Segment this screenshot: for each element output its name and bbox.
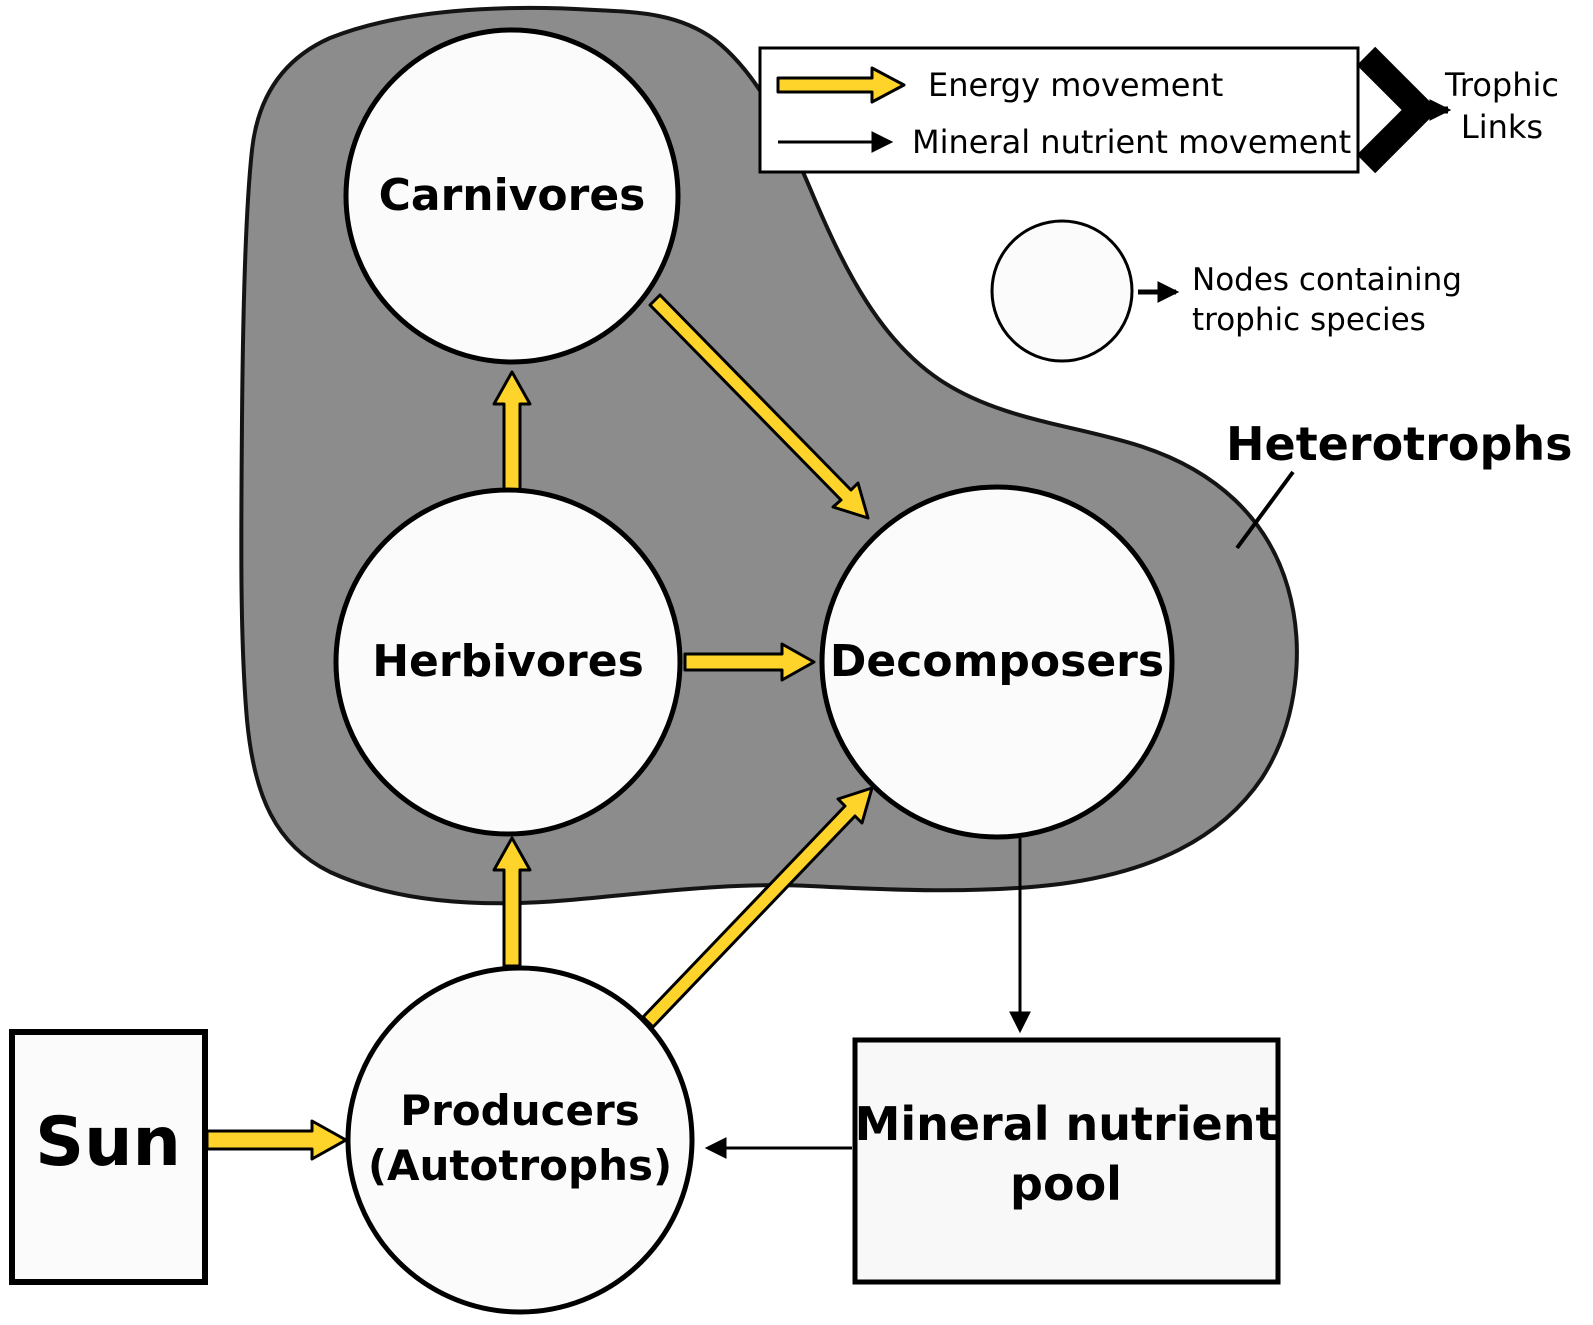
carnivores-node <box>343 27 681 365</box>
energy-arrow-producers-to-herbivores <box>492 836 532 968</box>
trophic-links-chevron-icon <box>1356 46 1439 174</box>
herbivores-node <box>333 487 683 837</box>
energy-arrow-herbivores-to-decomposers <box>683 642 816 682</box>
producers-label-line2: (Autotrophs) <box>368 1141 672 1190</box>
energy-arrow-sun-to-producers <box>205 1119 348 1161</box>
heterotrophs-label: Heterotrophs <box>1226 417 1573 471</box>
producers-label-line1: Producers <box>400 1086 639 1135</box>
nodes-legend-label-line1: Nodes containing <box>1192 262 1462 298</box>
sun-label: Sun <box>35 1103 181 1182</box>
trophic-links-label-line2: Links <box>1461 108 1543 146</box>
legend-box <box>758 46 1360 174</box>
decomposers-label: Decomposers <box>830 636 1164 687</box>
producers-node <box>345 965 695 1315</box>
mineral-pool-label-line1: Mineral nutrient <box>855 1097 1278 1151</box>
trophic-links-label-line1: Trophic <box>1444 66 1559 104</box>
energy-arrow-herbivores-to-carnivores <box>492 370 532 494</box>
sun-box <box>9 1029 208 1285</box>
energy-arrow-producers-to-decomposers <box>641 786 874 1029</box>
legend-mineral-label: Mineral nutrient movement <box>912 123 1351 161</box>
heterotrophs-pointer-line <box>1235 470 1295 550</box>
legend-energy-label: Energy movement <box>928 66 1223 104</box>
energy-arrow-carnivores-to-decomposers <box>648 293 870 520</box>
nodes-legend-label-line2: trophic species <box>1192 302 1426 338</box>
legend-node-circle-icon <box>990 219 1134 363</box>
mineral-pool-label-line2: pool <box>1010 1157 1122 1211</box>
carnivores-label: Carnivores <box>379 170 646 221</box>
mineral-pool-box <box>852 1037 1281 1285</box>
legend-energy-arrow-icon <box>776 66 906 104</box>
decomposers-node <box>819 484 1175 840</box>
herbivores-label: Herbivores <box>372 636 644 687</box>
